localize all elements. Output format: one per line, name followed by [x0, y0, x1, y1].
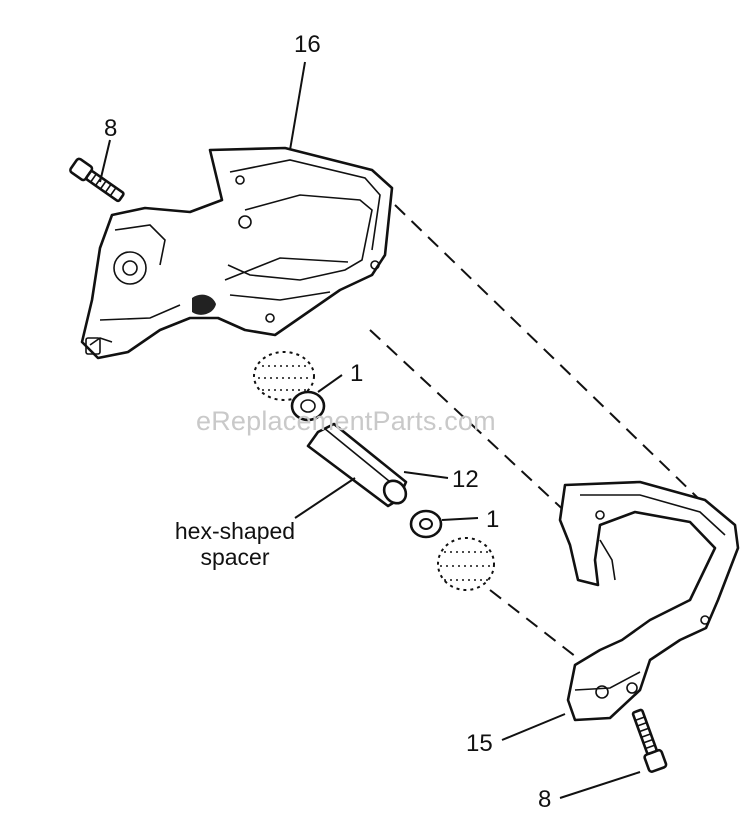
hex-spacer-icon: [306, 422, 408, 508]
leader-8-top: [99, 139, 111, 183]
callout-12: 12: [452, 466, 479, 493]
annotation-line-2: spacer: [200, 544, 270, 571]
callout-leaders: [99, 61, 641, 799]
leader-15: [501, 713, 566, 741]
screw-icon: [69, 157, 125, 203]
callout-1-upper: 1: [350, 360, 364, 387]
vibration-damper-icon: [253, 351, 315, 401]
watermark: eReplacementParts.com: [196, 406, 496, 436]
vibration-damper-icon: [437, 537, 495, 591]
callout-1-lower: 1: [486, 506, 500, 533]
screw-icon: [631, 708, 668, 773]
washer-icon: [409, 509, 443, 539]
leader-1-upper: [317, 374, 343, 393]
assembly-guide-lines: [369, 204, 701, 661]
front-handle-guard-icon: [80, 146, 394, 360]
callout-8-bottom: 8: [538, 786, 552, 813]
callout-8-top: 8: [104, 115, 118, 142]
callout-16: 16: [294, 31, 321, 58]
assembly-line-mid: [369, 329, 586, 531]
leader-16: [289, 61, 306, 151]
leader-12: [403, 471, 449, 479]
rear-handle-icon: [558, 480, 740, 722]
hex-spacer-annotation: hex-shaped spacer: [150, 518, 320, 571]
assembly-line-low: [489, 589, 581, 661]
leader-1-lower: [441, 517, 479, 521]
leader-hex-spacer: [294, 477, 356, 519]
assembly-line-top: [394, 204, 701, 501]
washer-icon: [290, 390, 326, 422]
leader-8-bottom: [559, 771, 641, 799]
callout-15: 15: [466, 730, 493, 757]
annotation-line-1: hex-shaped: [174, 518, 296, 544]
